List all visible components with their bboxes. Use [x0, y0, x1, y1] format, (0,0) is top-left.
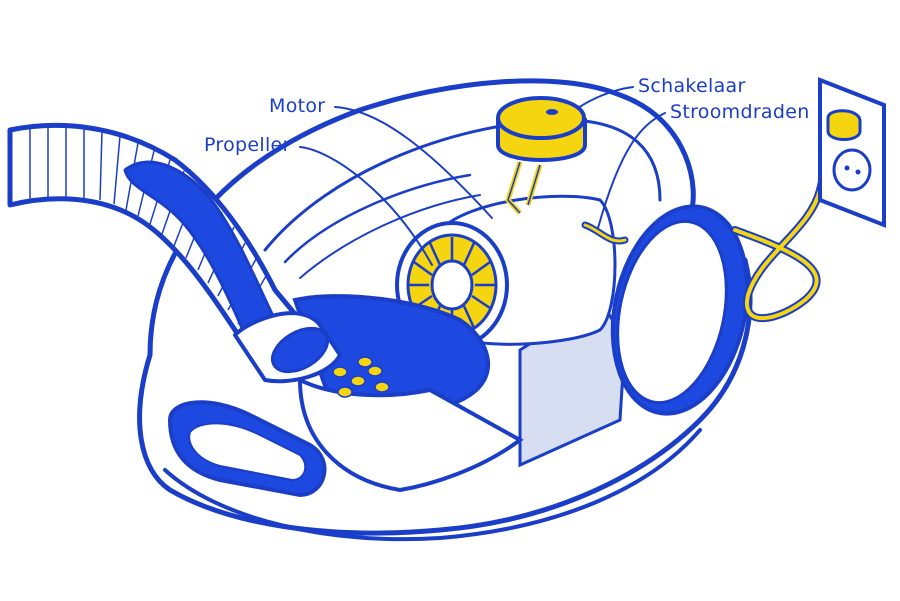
wall-socket: [818, 77, 886, 228]
stroomdraden-label: Stroomdraden: [670, 101, 810, 123]
schakelaar-leader-line: [577, 86, 634, 109]
schakelaar-label: Schakelaar: [638, 75, 746, 97]
stroomdraden-leader-line: [597, 112, 666, 229]
handle-slot: [167, 400, 327, 498]
motor-label: Motor: [269, 95, 325, 117]
motor-leader-line: [334, 106, 493, 219]
hose: [7, 122, 342, 384]
intake-opening: [292, 294, 524, 493]
leader-lines: [299, 86, 666, 266]
propeller-label: Propeller: [204, 134, 291, 156]
power-wires: [581, 221, 629, 245]
cord-reel: [610, 204, 750, 416]
plug: [826, 109, 862, 141]
propeller-leader-line: [299, 146, 433, 266]
power-cord: [731, 124, 836, 323]
switch: [496, 96, 587, 215]
